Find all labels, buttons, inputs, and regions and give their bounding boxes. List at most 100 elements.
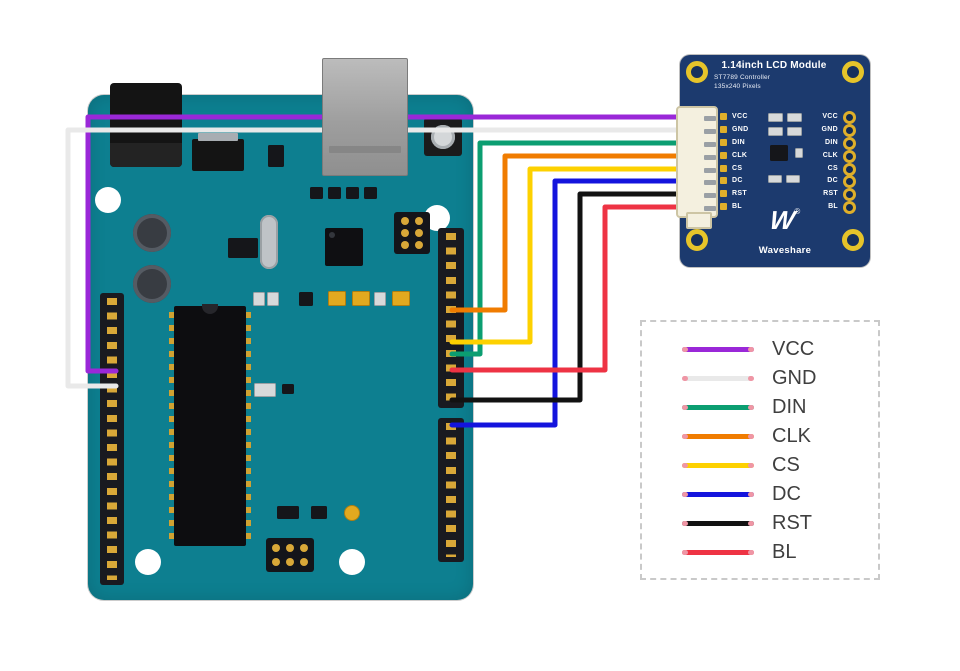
wire-cap xyxy=(748,550,754,555)
pin-hole xyxy=(843,163,856,176)
pin-hole xyxy=(843,150,856,163)
icsp-pin xyxy=(299,544,308,553)
wire-cap xyxy=(748,521,754,526)
legend-label: CLK xyxy=(772,425,811,447)
lcd-wire-connector xyxy=(676,106,718,229)
pin-hole xyxy=(843,175,856,188)
smd-component xyxy=(254,383,276,397)
chip-dot xyxy=(329,232,335,238)
legend-row: DIN xyxy=(682,393,878,422)
crystal-oscillator xyxy=(260,215,278,269)
wire-cap xyxy=(682,492,688,497)
lcd-subtitle-resolution: 135x240 Pixels xyxy=(714,83,761,90)
pin-label-dc: DC xyxy=(732,177,743,184)
left-pin-header xyxy=(100,293,124,585)
pin-label-gnd: GND xyxy=(821,126,838,133)
registered-symbol: ® xyxy=(794,207,801,216)
connector-pin xyxy=(704,168,716,173)
reset-button-cap xyxy=(431,125,455,149)
right-pin-header-top xyxy=(438,228,464,408)
mounting-hole xyxy=(842,229,864,251)
mounting-hole xyxy=(686,229,708,251)
pin-hole xyxy=(843,188,856,201)
pin-label-cs: CS xyxy=(732,165,743,172)
legend-label: GND xyxy=(772,367,817,389)
pin-label-cs: CS xyxy=(827,165,838,172)
mounting-hole xyxy=(686,61,708,83)
smd-component xyxy=(346,187,359,199)
wire-cap xyxy=(748,434,754,439)
pin-label-clk: CLK xyxy=(732,152,748,159)
led xyxy=(392,291,410,306)
electrolytic-capacitor xyxy=(133,214,171,252)
legend-label: VCC xyxy=(772,338,815,360)
mounting-hole xyxy=(95,187,121,213)
smd-resistor xyxy=(786,175,800,183)
header-pins xyxy=(446,423,456,557)
arduino-uno-board xyxy=(88,83,473,600)
connector-pin xyxy=(704,206,716,211)
solder-pad xyxy=(720,126,727,133)
power-jack-face xyxy=(110,143,182,167)
smd-resistor xyxy=(787,127,802,136)
connector-pin xyxy=(704,116,716,121)
pin-hole xyxy=(843,201,856,214)
legend-wire-swatch xyxy=(682,492,754,497)
lcd-subtitle-controller: ST7789 Controller xyxy=(714,74,771,81)
led xyxy=(352,291,370,306)
solder-pad xyxy=(720,190,727,197)
pin-hole xyxy=(843,124,856,137)
legend-row: CLK xyxy=(682,422,878,451)
smd-resistor xyxy=(253,292,265,306)
pin-label-vcc: VCC xyxy=(822,113,838,120)
lcd-title: 1.14inch LCD Module xyxy=(721,60,827,71)
reset-button[interactable] xyxy=(424,118,462,156)
usb-connector xyxy=(322,58,408,176)
regulator-tab xyxy=(198,133,238,141)
wiring-legend: VCC GND DIN CLK CS DC RST BL xyxy=(640,320,880,580)
icsp-pin xyxy=(272,557,281,566)
power-jack xyxy=(110,83,182,167)
icsp-pin xyxy=(415,217,424,226)
solder-pad xyxy=(720,165,727,172)
connector-pin xyxy=(704,180,716,185)
legend-wire-swatch xyxy=(682,376,754,381)
legend-wire-swatch xyxy=(682,434,754,439)
atmega328-mcu xyxy=(169,304,251,546)
solder-pad xyxy=(720,152,727,159)
wire-cap xyxy=(682,405,688,410)
wire-cap xyxy=(682,434,688,439)
smd-component xyxy=(268,145,284,167)
connector-pin xyxy=(704,193,716,198)
pin-hole xyxy=(843,111,856,124)
header-pins xyxy=(446,233,456,403)
smd-resistor xyxy=(768,127,783,136)
wire-cap xyxy=(748,463,754,468)
connector-tab xyxy=(686,212,712,229)
voltage-regulator xyxy=(192,133,244,171)
smd-resistor xyxy=(267,292,279,306)
legend-row: CS xyxy=(682,451,878,480)
electrolytic-capacitor xyxy=(133,265,171,303)
legend-row: RST xyxy=(682,509,878,538)
icsp-pin xyxy=(415,228,424,237)
icsp-pin xyxy=(272,544,281,553)
mcu-notch xyxy=(202,304,218,314)
usb-interface-chip xyxy=(325,228,363,266)
smd-component xyxy=(310,187,323,199)
legend-row: DC xyxy=(682,480,878,509)
wire-cap xyxy=(682,347,688,352)
header-pins xyxy=(107,298,117,580)
usb-seam xyxy=(329,146,401,153)
legend-label: DC xyxy=(772,483,801,505)
solder-pad xyxy=(720,177,727,184)
wire-clk xyxy=(449,153,687,313)
pin-hole xyxy=(843,137,856,150)
pin-label-din: DIN xyxy=(825,139,838,146)
icsp-pin xyxy=(400,217,409,226)
smd-component xyxy=(311,506,327,519)
mounting-hole xyxy=(339,549,365,575)
small-ic xyxy=(228,238,258,258)
smd-resistor xyxy=(768,175,782,183)
legend-wire-swatch xyxy=(682,521,754,526)
